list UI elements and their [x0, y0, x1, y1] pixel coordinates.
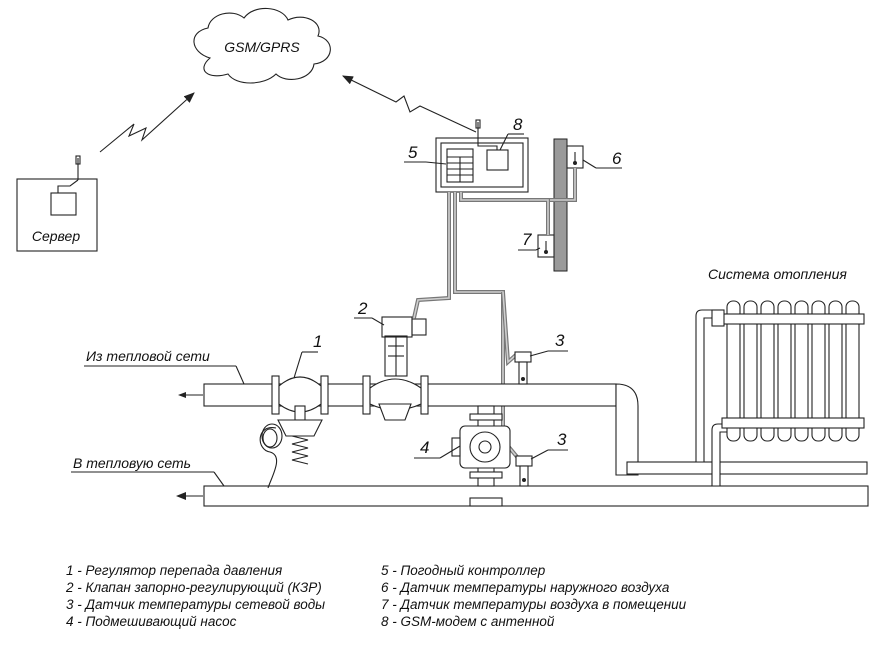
- wireless-link-server: [99, 92, 195, 153]
- indoor-temperature-sensor: [537, 234, 555, 258]
- outdoor-temperature-sensor: [566, 145, 584, 169]
- heating-loop-pipes: [626, 309, 868, 487]
- legend-item-3: 3 - Датчик температуры сетевой воды: [66, 597, 325, 612]
- radiator: [711, 300, 865, 442]
- weather-controller: [446, 148, 474, 183]
- to-network-label-group: В тепловую сеть: [71, 455, 225, 487]
- from-network-label: Из тепловой сети: [86, 348, 210, 364]
- heating-system-label: Система отопления: [708, 266, 847, 282]
- callout-5-number: 5: [408, 143, 418, 162]
- server-device: [50, 192, 77, 216]
- water-temperature-sensor-supply: [514, 351, 532, 385]
- callout-5: 5: [404, 143, 447, 165]
- pressure-differential-regulator: [259, 375, 329, 489]
- legend-item-6: 6 - Датчик температуры наружного воздуха: [381, 580, 670, 595]
- mixing-pump: [451, 405, 511, 507]
- valve-actuator: [381, 316, 413, 338]
- callout-2: 2: [354, 299, 385, 326]
- callout-8: 8: [499, 115, 524, 151]
- return-pipe: [176, 485, 869, 507]
- callout-6-number: 6: [612, 149, 622, 168]
- callout-3-supply-number: 3: [555, 331, 565, 350]
- cloud-label: GSM/GPRS: [224, 39, 300, 55]
- callout-3-supply: 3: [529, 331, 568, 357]
- wall: [553, 138, 568, 272]
- controller-cabinet: [435, 119, 529, 193]
- callout-7-number: 7: [522, 230, 532, 249]
- server: Сервер: [16, 155, 98, 252]
- callout-1: 1: [293, 332, 322, 379]
- legend-item-2: 2 - Клапан запорно-регулирующий (КЗР): [65, 580, 322, 595]
- legend-item-4: 4 - Подмешивающий насос: [66, 614, 237, 629]
- callout-4: 4: [414, 438, 461, 459]
- to-network-label: В тепловую сеть: [73, 455, 191, 471]
- legend: 1 - Регулятор перепада давления 2 - Клап…: [65, 563, 687, 629]
- callout-3-return-number: 3: [557, 430, 567, 449]
- shutoff-control-valve: [362, 316, 429, 421]
- gsm-cloud: GSM/GPRS: [193, 7, 331, 84]
- legend-item-1: 1 - Регулятор перепада давления: [66, 563, 282, 578]
- water-temperature-sensor-return: [515, 455, 533, 487]
- callout-8-number: 8: [513, 115, 523, 134]
- legend-item-5: 5 - Погодный контроллер: [381, 563, 546, 578]
- legend-item-8: 8 - GSM-модем с антенной: [381, 614, 555, 629]
- legend-item-7: 7 - Датчик температуры воздуха в помещен…: [381, 597, 687, 612]
- wireless-link-modem: [342, 75, 477, 133]
- callout-6: 6: [582, 149, 622, 169]
- gsm-modem: [477, 138, 509, 171]
- callout-3-return: 3: [530, 430, 568, 460]
- from-network-label-group: Из тепловой сети: [84, 348, 245, 385]
- callout-7: 7: [518, 230, 541, 251]
- callout-2-number: 2: [357, 299, 368, 318]
- server-label: Сервер: [32, 228, 80, 244]
- callout-1-number: 1: [313, 332, 322, 351]
- callout-4-number: 4: [420, 438, 429, 457]
